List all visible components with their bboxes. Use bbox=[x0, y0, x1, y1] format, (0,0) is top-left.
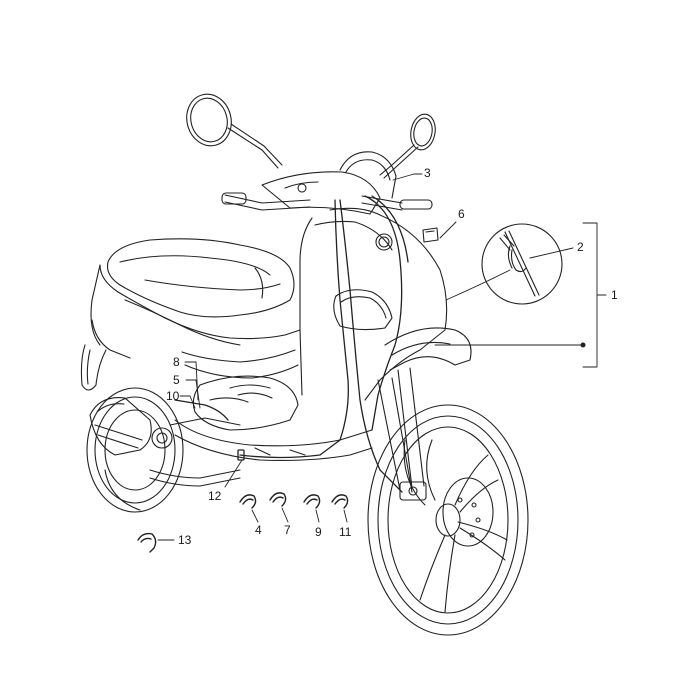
rear-fender bbox=[80, 344, 107, 391]
callout-13: 13 bbox=[178, 533, 192, 547]
part-6-clip bbox=[422, 227, 439, 243]
front-fork bbox=[377, 367, 427, 501]
headset bbox=[339, 151, 397, 199]
seat bbox=[106, 238, 295, 318]
callout-10: 10 bbox=[166, 389, 180, 403]
engine-exhaust bbox=[89, 397, 241, 487]
callout-7: 7 bbox=[284, 523, 291, 537]
floorboard bbox=[174, 375, 373, 461]
callout-12: 12 bbox=[208, 489, 222, 503]
front-shield bbox=[299, 207, 448, 401]
cable-clips bbox=[137, 492, 349, 553]
detail-magnifier bbox=[481, 223, 563, 305]
leader-lines bbox=[157, 173, 607, 541]
leader-dot bbox=[580, 342, 586, 348]
callout-3: 3 bbox=[424, 166, 431, 180]
front-fender bbox=[384, 327, 472, 371]
callout-5: 5 bbox=[173, 373, 180, 387]
callout-6: 6 bbox=[458, 207, 465, 221]
handlebar bbox=[221, 171, 433, 215]
callout-1: 1 bbox=[611, 288, 618, 302]
callout-11: 11 bbox=[339, 525, 352, 539]
callout-4: 4 bbox=[255, 523, 262, 537]
callout-8: 8 bbox=[173, 355, 180, 369]
cables bbox=[174, 195, 409, 493]
callout-2: 2 bbox=[577, 240, 584, 254]
left-mirror bbox=[186, 93, 283, 169]
front-wheel bbox=[367, 404, 529, 636]
rear-wheel bbox=[86, 387, 184, 513]
callout-9: 9 bbox=[315, 525, 322, 539]
rear-body bbox=[90, 264, 301, 379]
